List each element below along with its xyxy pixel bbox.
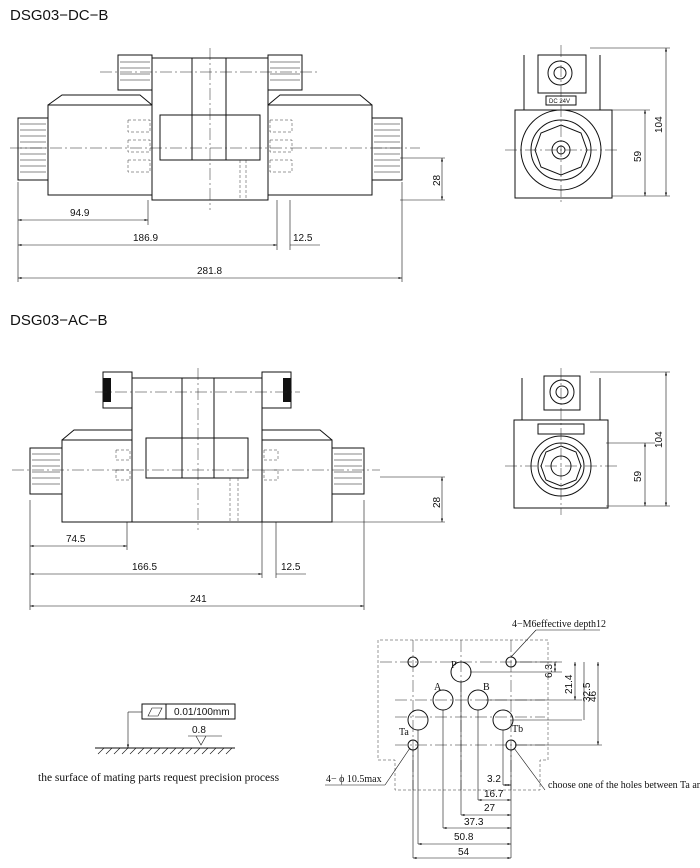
dc-side-dim-104: 104 xyxy=(654,116,665,133)
choose-note: choose one of the holes between Ta and T… xyxy=(548,780,700,791)
mounting-surface: P A B Ta Tb 4−M6effective depth12 6.3 21… xyxy=(325,619,700,860)
dc-side-view: DC 24V 59 104 xyxy=(505,45,670,205)
ac-dim-241: 241 xyxy=(190,594,207,605)
thread-note: 4−M6effective depth12 xyxy=(512,619,606,630)
ac-dimensions: 74.5 166.5 12.5 241 28 xyxy=(29,476,445,610)
dc-dimensions: 94.9 186.9 12.5 281.8 28 xyxy=(17,157,445,282)
dc-front-view xyxy=(10,48,420,210)
hdim-27: 27 xyxy=(484,803,496,814)
dc-dim-28: 28 xyxy=(432,174,443,186)
ac-dim-12.5: 12.5 xyxy=(281,562,301,573)
port-label-ta: Ta xyxy=(399,727,409,738)
flatness-symbol: 0.01/100mm 0.8 the surface of mating par… xyxy=(38,703,280,784)
hdim-16.7: 16.7 xyxy=(484,789,504,800)
hdim-50.8: 50.8 xyxy=(454,832,474,843)
dc-dim-12.5: 12.5 xyxy=(293,233,313,244)
ac-dim-74.5: 74.5 xyxy=(66,534,86,545)
ac-side-view: 59 104 xyxy=(505,368,670,515)
vdim-6.3: 6.3 xyxy=(544,664,555,678)
port-label-a: A xyxy=(434,682,442,693)
roughness-value: 0.8 xyxy=(192,725,206,736)
hole-note: 4− ϕ 10.5max xyxy=(326,774,382,785)
port-label-tb: Tb xyxy=(512,724,523,735)
flatness-tolerance: 0.01/100mm xyxy=(174,707,230,718)
port-label-p: P xyxy=(451,660,457,671)
dc-dim-186.9: 186.9 xyxy=(133,233,158,244)
vdim-32.5: 32.5 xyxy=(582,682,593,702)
dc-voltage-badge: DC 24V xyxy=(549,99,570,105)
dc-title: DSG03−DC−B xyxy=(10,7,108,24)
ac-front-view xyxy=(12,368,380,530)
port-label-b: B xyxy=(483,682,490,693)
ac-dim-28: 28 xyxy=(432,496,443,508)
dc-dim-94.9: 94.9 xyxy=(70,208,90,219)
ac-dim-166.5: 166.5 xyxy=(132,562,157,573)
dc-side-dim-59: 59 xyxy=(633,150,644,162)
vdim-46: 46 xyxy=(588,690,599,702)
dc-dim-281.8: 281.8 xyxy=(197,266,222,277)
vdim-21.4: 21.4 xyxy=(564,674,575,694)
hdim-3.2: 3.2 xyxy=(487,774,501,785)
hdim-37.3: 37.3 xyxy=(464,817,484,828)
flatness-caption: the surface of mating parts request prec… xyxy=(38,772,280,784)
ac-title: DSG03−AC−B xyxy=(10,312,108,329)
ac-side-dim-59: 59 xyxy=(633,470,644,482)
ac-side-dim-104: 104 xyxy=(654,431,665,448)
hdim-54: 54 xyxy=(458,847,470,858)
